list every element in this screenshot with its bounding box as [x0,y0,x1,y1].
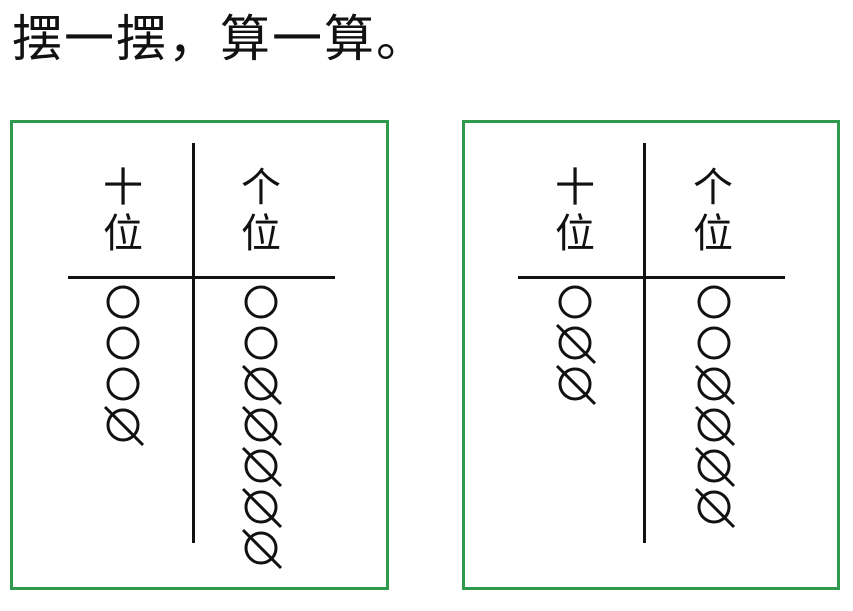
crossed-counter-circle [103,405,145,447]
cross-out-slash [694,364,736,406]
counter-circle [106,285,140,319]
column-divider [192,143,195,543]
crossed-counter-circle [241,364,283,406]
crossed-counter-circle [694,364,736,406]
header-divider [518,276,785,279]
counter-circle [697,285,731,319]
counter-circle [106,326,140,360]
cross-out-slash [103,405,145,447]
cross-out-slash [241,364,283,406]
tens-header-char-1: 十 [555,165,595,211]
ones-header-char-1: 个 [241,165,281,211]
cross-out-slash [694,405,736,447]
counter-circle [244,326,278,360]
ones-header-char-2: 位 [693,211,733,257]
tens-column-header: 十 位 [545,165,605,257]
crossed-counter-circle [694,446,736,488]
cross-out-slash [241,405,283,447]
tens-header-char-2: 位 [555,211,595,257]
counter-circle [697,326,731,360]
ones-column-header: 个 位 [683,165,743,257]
cross-out-slash [555,323,597,365]
crossed-counter-circle [694,487,736,529]
tens-column-header: 十 位 [93,165,153,257]
crossed-counter-circle [555,323,597,365]
header-divider [68,276,335,279]
tens-header-char-2: 位 [103,211,143,257]
page-title: 摆一摆，算一算。 [12,10,428,68]
cross-out-slash [694,446,736,488]
cross-out-slash [555,364,597,406]
cross-out-slash [241,528,283,570]
cross-out-slash [241,446,283,488]
crossed-counter-circle [694,405,736,447]
tens-header-char-1: 十 [103,165,143,211]
crossed-counter-circle [241,528,283,570]
ones-header-char-2: 位 [241,211,281,257]
counter-circle [244,285,278,319]
counter-circle [558,285,592,319]
ones-header-char-1: 个 [693,165,733,211]
ones-column-header: 个 位 [231,165,291,257]
crossed-counter-circle [241,487,283,529]
column-divider [643,143,646,543]
counter-circle [106,367,140,401]
place-value-chart-right: 十 位 个 位 [462,120,840,590]
place-value-chart-left: 十 位 个 位 [10,120,389,590]
cross-out-slash [241,487,283,529]
crossed-counter-circle [241,405,283,447]
crossed-counter-circle [555,364,597,406]
cross-out-slash [694,487,736,529]
crossed-counter-circle [241,446,283,488]
